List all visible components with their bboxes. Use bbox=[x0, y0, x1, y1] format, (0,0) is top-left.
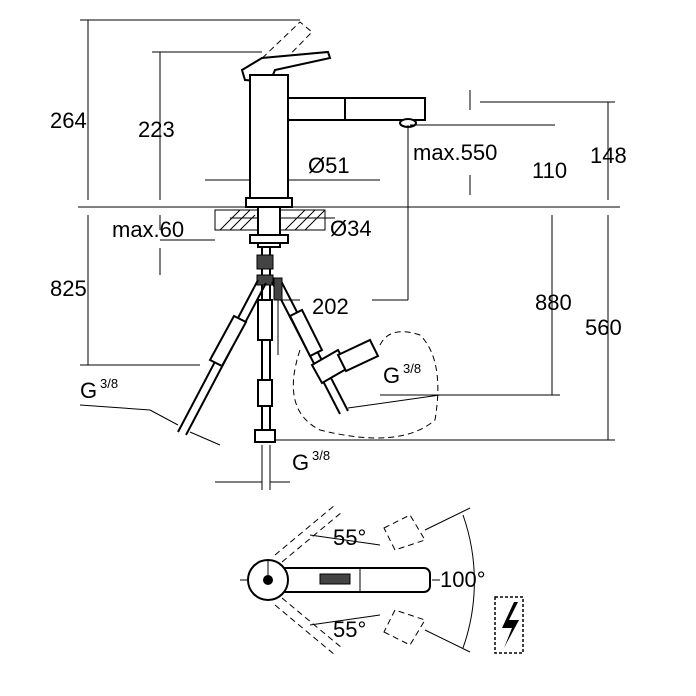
faucet-body bbox=[249, 74, 289, 206]
thread-center-label: G bbox=[292, 450, 309, 475]
lightning-bolt-icon bbox=[494, 596, 524, 654]
countertop-section bbox=[214, 206, 326, 248]
thread-left-fraction: 3/8 bbox=[100, 376, 118, 391]
thread-left-label: G bbox=[80, 378, 97, 403]
center-fitting bbox=[254, 429, 276, 443]
faucet-top-view bbox=[240, 504, 475, 656]
hose-loop-outline bbox=[292, 331, 439, 439]
upper-spout-position bbox=[383, 514, 426, 551]
dim-deck-thickness: max.60 bbox=[112, 217, 184, 242]
handle-raised-outline bbox=[254, 21, 313, 76]
pull-out-head bbox=[344, 97, 426, 121]
angle-labels: 55° 55° 100° bbox=[333, 525, 486, 642]
faucet-base bbox=[245, 197, 293, 208]
thread-center-fraction: 3/8 bbox=[312, 448, 330, 463]
supply-hoses bbox=[177, 247, 439, 443]
angle-total: 100° bbox=[440, 567, 486, 592]
dim-spout-reach: 202 bbox=[312, 294, 349, 319]
mounting-nut bbox=[249, 234, 289, 244]
left-hose-fitting bbox=[208, 314, 248, 368]
lower-spout-position bbox=[383, 609, 426, 646]
thread-right-fraction: 3/8 bbox=[403, 361, 421, 376]
dimension-lines bbox=[78, 19, 620, 490]
swivel-arc bbox=[462, 514, 475, 649]
dim-total-height: 264 bbox=[50, 108, 87, 133]
dim-pull-out: max.550 bbox=[413, 140, 497, 165]
dim-outlet-to-deck: 110 bbox=[532, 158, 567, 183]
angle-lower: 55° bbox=[333, 617, 366, 642]
dim-spout-diameter: Ø51 bbox=[308, 153, 350, 178]
dim-hole-diameter: Ø34 bbox=[330, 216, 372, 241]
dim-spout-height: 223 bbox=[138, 117, 175, 142]
dim-below-deck-body: 560 bbox=[585, 315, 622, 340]
dim-outlet-drop: 148 bbox=[590, 143, 627, 168]
dim-hose-length: 825 bbox=[50, 276, 87, 301]
dim-below-deck-total: 880 bbox=[535, 290, 572, 315]
spout-top-view bbox=[279, 567, 431, 593]
faucet-side-view bbox=[240, 21, 426, 208]
angle-upper: 55° bbox=[333, 525, 366, 550]
dimension-labels: 264 223 max.550 Ø51 Ø34 max.60 825 202 1… bbox=[50, 108, 627, 475]
thread-right-label: G bbox=[383, 363, 400, 388]
